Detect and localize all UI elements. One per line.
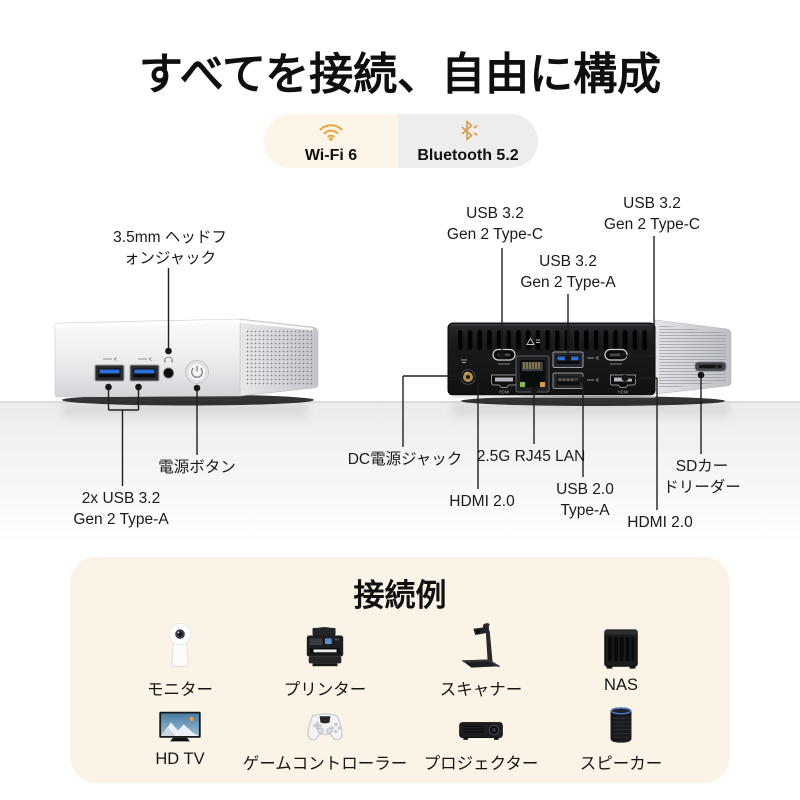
example-nas: NAS (536, 619, 706, 695)
label-usba-top: USB 3.2 Gen 2 Type-A (520, 253, 616, 291)
label-usb20: USB 2.0 Type-A (556, 481, 614, 519)
label-power-button: 電源ボタン (158, 459, 236, 476)
example-projector: プロジェクター (396, 703, 566, 774)
label-hdmi-right: HDMI 2.0 (627, 514, 693, 531)
wireless-badges: Wi-Fi 6 Bluetooth 5.2 (264, 114, 538, 168)
label-usbc-left: USB 3.2 Gen 2 Type-C (446, 205, 544, 243)
example-scanner: スキャナー (396, 619, 566, 700)
printer-icon (299, 619, 351, 671)
page-title: すべてを接続、自由に構成 (138, 50, 662, 99)
usba-20-port (552, 372, 599, 389)
rear-device-reflection (452, 404, 730, 422)
example-speaker: スピーカー (536, 703, 706, 774)
bluetooth-badge-label: Bluetooth 5.2 (417, 146, 519, 164)
svg-text:HDMI: HDMI (499, 390, 510, 395)
projector-icon (455, 703, 507, 745)
label-front-usb: 2x USB 3.2 Gen 2 Type-A (73, 490, 169, 528)
example-label: プリンター (283, 681, 367, 699)
label-sd-reader: SDカー ドリーダー (663, 458, 741, 496)
label-headphone-jack: 3.5mm ヘッドフ ォンジャック (113, 229, 227, 267)
bluetooth-badge: Bluetooth 5.2 (398, 114, 538, 168)
mini-pc-rear-image: HDMI (447, 319, 732, 406)
nas-icon (598, 619, 644, 671)
example-printer: プリンター (240, 619, 410, 700)
speaker-icon (606, 703, 636, 745)
examples-title: 接続例 (353, 578, 447, 613)
example-monitor: モニター (95, 619, 265, 700)
camera-icon (157, 619, 203, 671)
label-lan: 2.5G RJ45 LAN (476, 448, 586, 465)
front-usb-ports (94, 357, 160, 382)
wifi-badge: Wi-Fi 6 (264, 114, 398, 168)
sd-card-slot (694, 361, 727, 372)
wifi-badge-label: Wi-Fi 6 (304, 146, 358, 164)
label-hdmi-left: HDMI 2.0 (449, 493, 515, 510)
power-button-graphic (185, 360, 209, 384)
example-hdtv: HD TV (95, 703, 265, 769)
svg-text:HDMI: HDMI (618, 390, 629, 395)
example-label: スキャナー (439, 681, 523, 699)
headphone-jack (162, 356, 175, 379)
lan-port (515, 337, 550, 393)
bluetooth-icon (456, 120, 480, 146)
example-game-controller: ゲームコントローラー (240, 703, 410, 774)
controller-icon (300, 703, 350, 745)
connection-examples-card: 接続例 モニター (70, 557, 730, 783)
wifi-icon (317, 120, 345, 146)
example-label: HD TV (155, 750, 205, 768)
mini-pc-front-image (54, 318, 319, 406)
example-label: ゲームコントローラー (242, 755, 408, 773)
scanner-icon (454, 619, 508, 671)
example-label: スピーカー (579, 755, 663, 773)
example-label: プロジェクター (423, 755, 539, 773)
dc-jack (460, 359, 476, 385)
table-edge-line (0, 401, 800, 403)
example-label: モニター (147, 681, 213, 699)
label-usbc-right: USB 3.2 Gen 2 Type-C (603, 195, 701, 233)
example-label: NAS (604, 676, 638, 694)
label-dc-jack: DC電源ジャック (347, 451, 463, 468)
tv-icon (155, 703, 205, 745)
